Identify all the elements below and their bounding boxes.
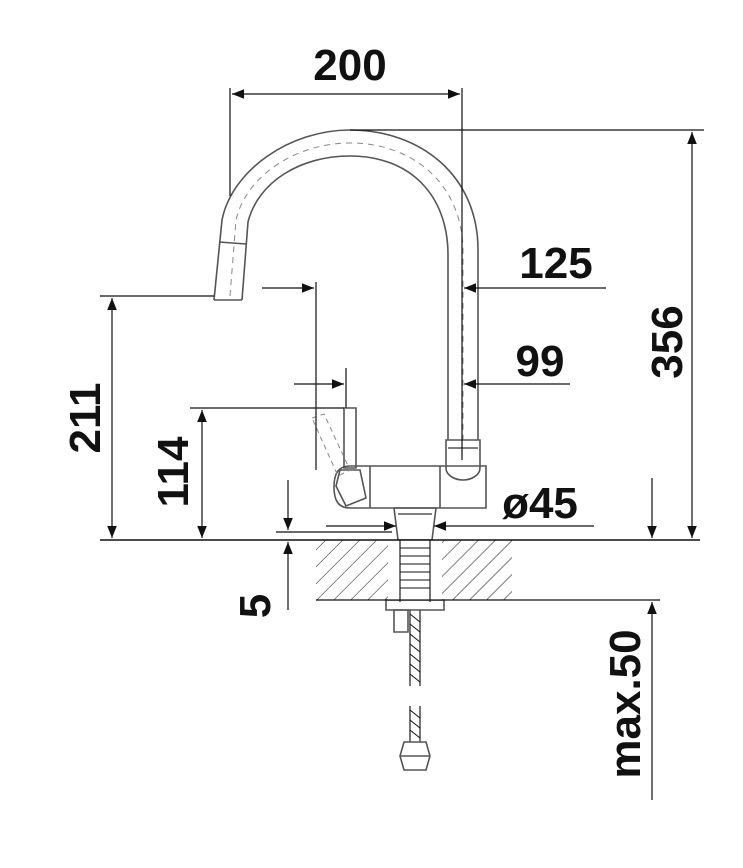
shank-in-counter (399, 540, 431, 600)
spout-inner-curve (241, 155, 449, 440)
dimension-lever-height (190, 407, 344, 538)
dimension-spout-reach-label: 125 (519, 239, 592, 288)
dimension-max-counter-label: max.50 (601, 629, 650, 778)
dimension-width-top (229, 88, 463, 460)
dimension-base-thickness (276, 480, 392, 610)
lever-knob (335, 469, 367, 508)
faucet-outline (213, 129, 487, 771)
dimension-total-height (350, 129, 704, 538)
mounting-washer (385, 599, 445, 611)
dimension-lever-reach-label: 99 (516, 337, 565, 386)
dimension-lever-reach (294, 368, 570, 408)
tap-housing (333, 465, 487, 509)
dimension-width-top-label: 200 (313, 41, 386, 90)
spout-centerline (229, 142, 464, 440)
hose-braid (409, 613, 421, 739)
lever-handle (343, 407, 357, 469)
dimension-base-diameter-label: ø45 (502, 479, 578, 528)
dimension-lever-height-label: 114 (149, 436, 198, 508)
dimension-spout-height-label: 211 (61, 383, 110, 454)
tap-base (393, 507, 437, 541)
spout-collar (445, 439, 481, 481)
supply-hose-lower (409, 706, 421, 742)
dimension-spout-reach (262, 282, 606, 470)
shank-thread-in-counter (400, 547, 430, 589)
mounting-nut (393, 609, 409, 633)
dimension-total-height-label: 356 (643, 305, 692, 378)
supply-hose-upper (409, 610, 421, 686)
dimension-base-thickness-label: 5 (231, 594, 280, 618)
shank-hole-mask (388, 540, 442, 600)
spout-tip-ring (218, 241, 247, 245)
lever-ghost (311, 413, 351, 477)
dimension-spout-height (100, 295, 214, 538)
